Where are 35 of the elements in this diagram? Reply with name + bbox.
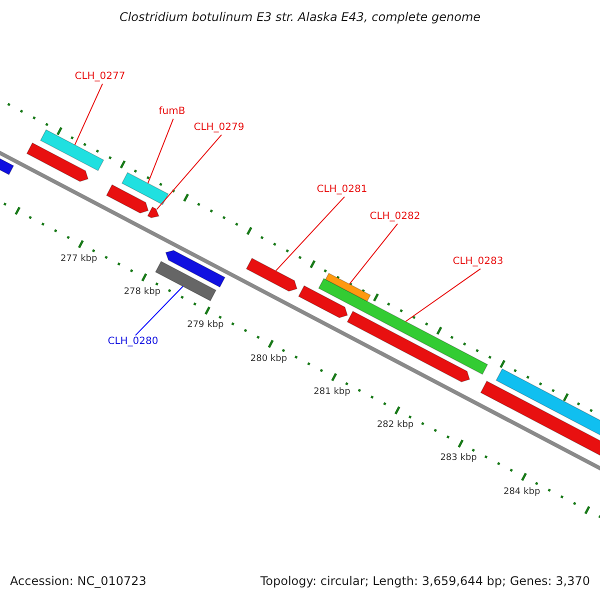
scale-label: 279 kbp (187, 320, 224, 331)
gene-label: CLH_0279 (194, 122, 244, 134)
genome-summary-text: Topology: circular; Length: 3,659,644 bp; Genes: 3,370 (260, 575, 590, 589)
diagram-title: Clostridium botulinum E3 str. Alaska E43, complete genome (119, 11, 481, 25)
leader-line (147, 118, 174, 184)
scale-label: 283 kbp (440, 453, 477, 464)
gene-label: CLH_0283 (452, 256, 504, 268)
gene-label: CLH_0277 (74, 71, 126, 83)
scale-label: 277 kbp (60, 254, 98, 264)
gene-bar (298, 285, 348, 318)
leader-line (349, 223, 398, 285)
gene-bar (121, 172, 169, 206)
leader-line (275, 196, 345, 272)
scale-label: 281 kbp (314, 386, 350, 398)
gene-bar (318, 278, 488, 375)
gene-bar (325, 272, 371, 302)
gene-label: CLH_0281 (316, 184, 368, 196)
leader-line (135, 286, 184, 336)
gene-label: fumB (158, 106, 186, 118)
gene-label: CLH_0282 (370, 211, 420, 223)
scale-label: 280 kbp (250, 354, 288, 364)
gene-bar (246, 258, 298, 292)
leader-line (156, 134, 222, 210)
scale-label: 278 kbp (124, 287, 161, 298)
scale-label: 284 kbp (503, 486, 540, 497)
gene-bar (26, 142, 89, 182)
gene-bar (165, 250, 226, 288)
scale-label: 282 kbp (376, 420, 414, 430)
gene-bar (346, 310, 470, 382)
accession-text: Accession: NC_010723 (10, 575, 146, 589)
gene-bar (106, 184, 149, 214)
gene-label: CLH_0280 (108, 336, 158, 348)
leader-line (405, 268, 481, 322)
leader-line (74, 83, 103, 146)
gene-bar (40, 129, 104, 172)
